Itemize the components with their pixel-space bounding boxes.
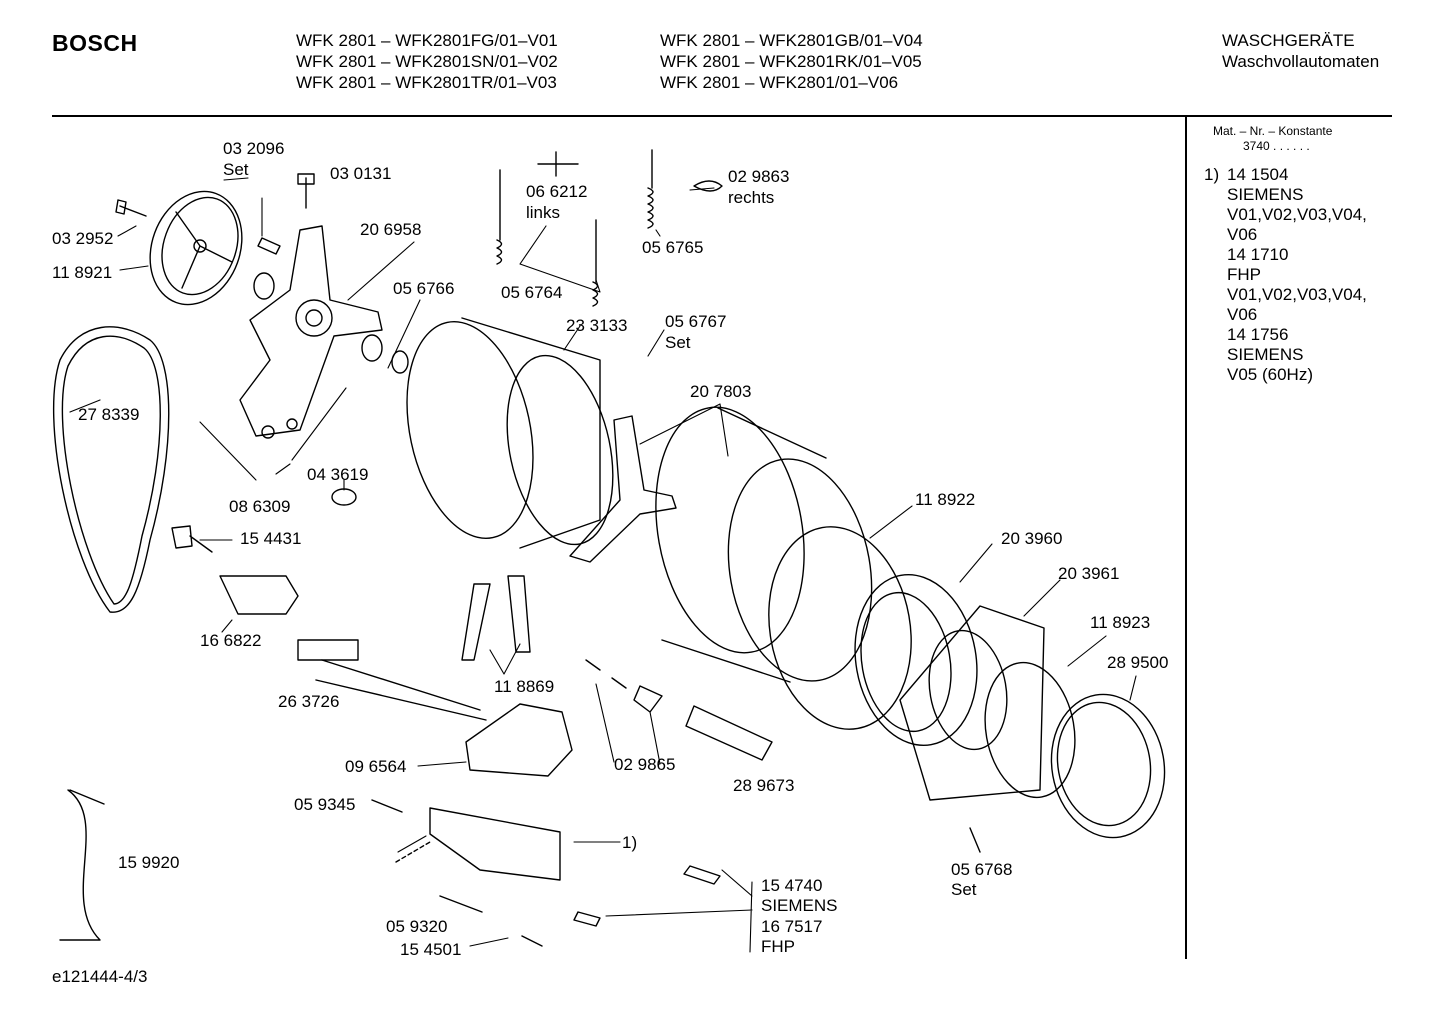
part-label: 05 9345 xyxy=(294,795,356,814)
part-label: 16 7517 xyxy=(761,917,823,936)
header-divider xyxy=(52,115,1392,117)
part-label: 28 9673 xyxy=(733,776,795,795)
part-label: 05 6767 xyxy=(665,312,727,331)
model-line: WFK 2801 – WFK2801SN/01–V02 xyxy=(296,52,558,71)
part-label: links xyxy=(526,203,561,222)
part-label: rechts xyxy=(728,188,775,207)
belt-drawing xyxy=(52,326,170,613)
part-label: 11 8921 xyxy=(52,263,113,282)
part-label: 20 3960 xyxy=(1001,529,1063,548)
part-label: Set xyxy=(665,333,691,352)
part-label: 06 6212 xyxy=(526,182,588,201)
part-label: 05 6765 xyxy=(642,238,704,257)
part-label: 05 9320 xyxy=(386,917,448,936)
part-label: 15 4740 xyxy=(761,876,823,895)
part-label: 15 4431 xyxy=(240,529,302,548)
bearing-drawing xyxy=(253,272,275,300)
note-line: V05 (60Hz) xyxy=(1227,365,1313,384)
part-label: 05 6768 xyxy=(951,860,1013,879)
note-line: V01,V02,V03,V04, xyxy=(1227,205,1367,224)
part-label: 11 8922 xyxy=(915,490,976,509)
brand-logo: BOSCH xyxy=(52,30,138,56)
drum-drawing xyxy=(655,406,873,683)
part-label: 11 8923 xyxy=(1090,613,1151,632)
part-label: 15 4501 xyxy=(400,940,462,959)
motor-drawing xyxy=(429,807,561,881)
tube-drawing xyxy=(685,705,773,761)
note-line: V01,V02,V03,V04, xyxy=(1227,285,1367,304)
tub-front-drawing xyxy=(899,605,1045,801)
part-label: 02 9865 xyxy=(614,755,676,774)
model-list-left: WFK 2801 – WFK2801FG/01–V01 WFK 2801 – W… xyxy=(296,30,558,93)
note-number: 1) xyxy=(1204,165,1220,184)
part-label: 02 9863 xyxy=(728,167,790,186)
spring-drawing xyxy=(496,169,503,265)
leader-lines xyxy=(69,177,1137,953)
part-label: 05 6766 xyxy=(393,279,455,298)
part-label: 28 9500 xyxy=(1107,653,1169,672)
model-line: WFK 2801 – WFK2801/01–V06 xyxy=(660,73,899,92)
part-label: 03 2096 xyxy=(223,139,285,158)
note-line: V06 xyxy=(1227,305,1258,324)
part-label: 23 3133 xyxy=(566,316,628,335)
part-label: 03 2952 xyxy=(52,229,114,248)
part-label: 11 8869 xyxy=(494,677,555,696)
model-line: WFK 2801 – WFK2801TR/01–V03 xyxy=(296,73,557,92)
pulley-drawing xyxy=(149,190,243,306)
screw-drawing xyxy=(257,237,281,255)
tub-cross-drawing xyxy=(239,225,383,439)
category-line-2: Waschvollautomaten xyxy=(1222,52,1380,71)
mat-label: Mat. – Nr. – Konstante xyxy=(1213,124,1333,138)
part-label: Set xyxy=(223,160,249,179)
part-label: 20 3961 xyxy=(1058,564,1120,583)
part-label: 26 3726 xyxy=(278,692,340,711)
note-line: SIEMENS xyxy=(1227,345,1304,364)
part-label: 1) xyxy=(622,833,638,852)
note-line: 14 1756 xyxy=(1227,325,1289,344)
shock-absorber-drawing xyxy=(461,583,491,661)
heater-drawing xyxy=(297,639,359,661)
part-label: FHP xyxy=(761,937,795,956)
part-label: 16 6822 xyxy=(200,631,262,650)
note-line: 14 1710 xyxy=(1227,245,1289,264)
category-line-1: WASCHGERÄTE xyxy=(1222,31,1355,50)
model-line: WFK 2801 – WFK2801FG/01–V01 xyxy=(296,31,558,50)
model-line: WFK 2801 – WFK2801GB/01–V04 xyxy=(660,31,923,50)
part-label: 09 6564 xyxy=(345,757,407,776)
part-label: 27 8339 xyxy=(78,405,140,424)
part-label: 08 6309 xyxy=(229,497,291,516)
part-label: Set xyxy=(951,880,977,899)
tub-drawing xyxy=(406,317,614,549)
part-label: 04 3619 xyxy=(307,465,369,484)
drawing-code: e121444-4/3 xyxy=(52,967,148,986)
part-label: 15 9920 xyxy=(118,853,180,872)
seal-ring-drawing xyxy=(768,526,912,730)
part-label: SIEMENS xyxy=(761,896,838,915)
cover-drawing xyxy=(465,703,573,777)
part-label: 20 6958 xyxy=(360,220,422,239)
part-label: 03 0131 xyxy=(330,164,392,183)
mat-value: 3740 . . . . . . xyxy=(1243,139,1310,153)
part-label: 05 6764 xyxy=(501,283,563,302)
door-seal-drawing xyxy=(1050,693,1166,839)
note-line: V06 xyxy=(1227,225,1258,244)
note-line: 14 1504 xyxy=(1227,165,1289,184)
drum-cross-drawing xyxy=(569,415,677,563)
category-heading: WASCHGERÄTE Waschvollautomaten xyxy=(1222,30,1379,72)
note-line: FHP xyxy=(1227,265,1261,284)
model-list-right: WFK 2801 – WFK2801GB/01–V04 WFK 2801 – W… xyxy=(660,30,923,93)
note-lines: 14 1504 SIEMENS V01,V02,V03,V04, V06 14 … xyxy=(1227,165,1367,385)
part-label: 20 7803 xyxy=(690,382,752,401)
note-line: SIEMENS xyxy=(1227,185,1304,204)
model-line: WFK 2801 – WFK2801RK/01–V05 xyxy=(660,52,922,71)
sidebar-divider xyxy=(1185,117,1187,959)
